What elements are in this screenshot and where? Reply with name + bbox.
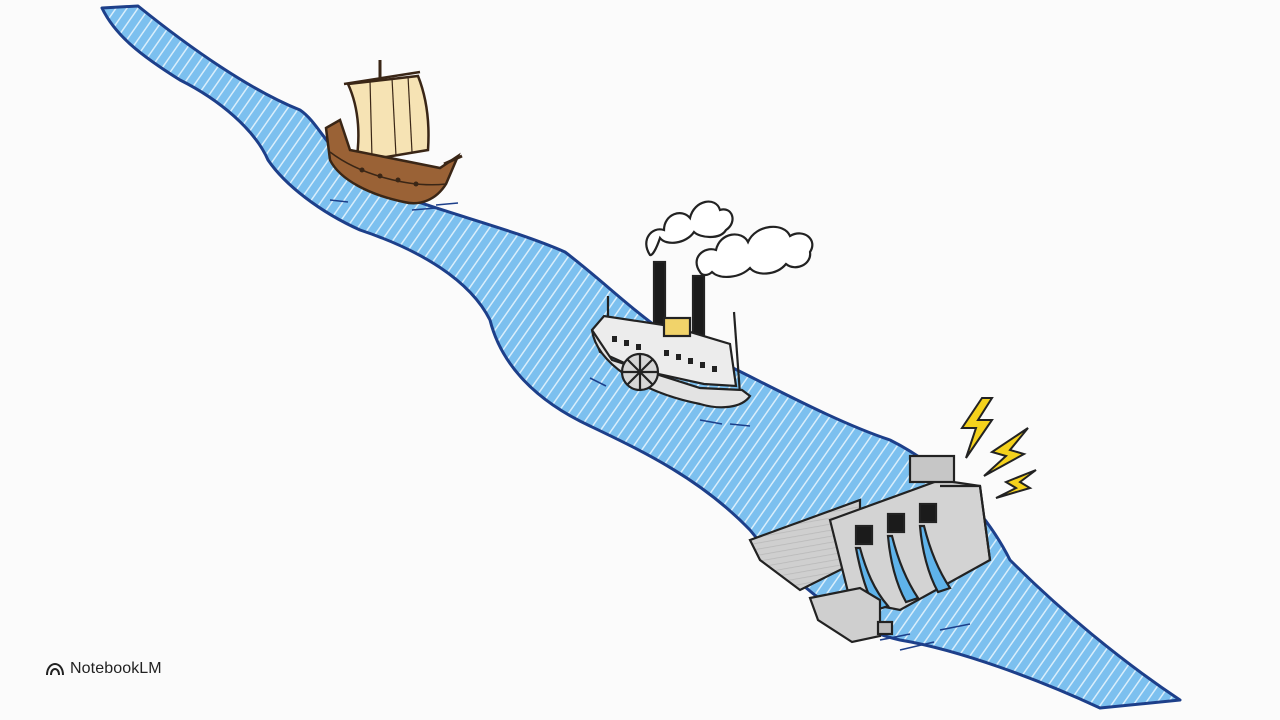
paddle-steamboat xyxy=(589,260,752,427)
electricity-bolts xyxy=(960,397,1037,499)
hydro-dam xyxy=(748,454,992,651)
sailing-ship xyxy=(324,60,463,211)
notebooklm-logo-icon xyxy=(46,662,64,676)
steam-smoke xyxy=(645,200,814,278)
brand-watermark: NotebookLM xyxy=(46,660,162,678)
brand-name: NotebookLM xyxy=(70,660,162,677)
